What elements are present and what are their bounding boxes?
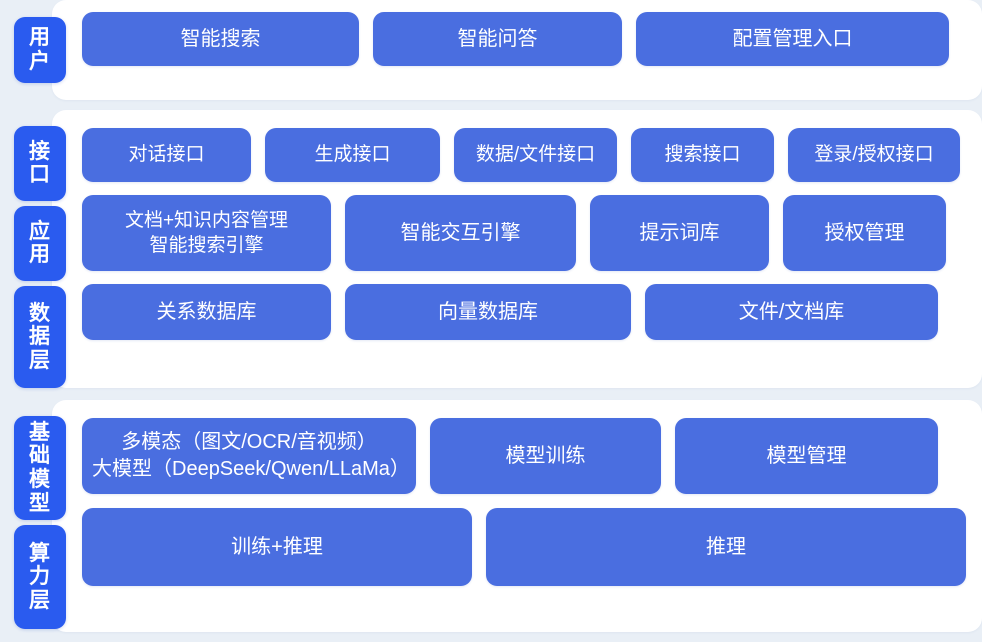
layer-label-foundation-model[interactable]: 基础模型 (14, 416, 66, 520)
node-file-document-store[interactable]: 文件/文档库 (645, 284, 938, 340)
node-prompt-library[interactable]: 提示词库 (590, 195, 769, 271)
node-intelligent-interaction-engine[interactable]: 智能交互引擎 (345, 195, 576, 271)
band-user-rails: 用户 (0, 0, 66, 100)
node-generation-api[interactable]: 生成接口 (265, 128, 440, 182)
row-compute: 训练+推理 推理 (82, 508, 966, 586)
node-login-auth-api[interactable]: 登录/授权接口 (788, 128, 960, 182)
band-user: 用户 智能搜索 智能问答 配置管理入口 (0, 0, 982, 100)
band-foundation: 基础模型 算力层 多模态（图文/OCR/音视频） 大模型（DeepSeek/Qw… (0, 400, 982, 632)
row-application: 文档+知识内容管理 智能搜索引擎 智能交互引擎 提示词库 授权管理 (82, 195, 966, 271)
node-authorization-management[interactable]: 授权管理 (783, 195, 946, 271)
layer-label-interface-text: 接口 (29, 139, 51, 187)
layer-label-user-text: 用户 (29, 26, 51, 73)
node-vector-database[interactable]: 向量数据库 (345, 284, 631, 340)
layer-label-interface[interactable]: 接口 (14, 126, 66, 201)
layer-label-application[interactable]: 应用 (14, 205, 66, 281)
layer-label-application-text: 应用 (29, 219, 51, 267)
node-data-file-api[interactable]: 数据/文件接口 (454, 128, 617, 182)
band-middle: 接口 应用 数据层 对话接口 生成接口 数据/文件接口 搜索接口 登录/授权接口… (0, 110, 982, 388)
node-multimodal-large-model[interactable]: 多模态（图文/OCR/音视频） 大模型（DeepSeek/Qwen/LLaMa） (82, 418, 416, 494)
layer-label-data[interactable]: 数据层 (14, 285, 66, 388)
node-intelligent-search[interactable]: 智能搜索 (82, 12, 359, 66)
layer-label-compute-text: 算力层 (29, 541, 51, 612)
node-intelligent-qa[interactable]: 智能问答 (373, 12, 622, 66)
node-doc-knowledge-management[interactable]: 文档+知识内容管理 智能搜索引擎 (82, 195, 331, 271)
node-model-management[interactable]: 模型管理 (675, 418, 938, 494)
layer-label-foundation-model-text: 基础模型 (29, 420, 51, 515)
band-foundation-rails: 基础模型 算力层 (0, 400, 66, 632)
node-relational-database[interactable]: 关系数据库 (82, 284, 331, 340)
row-data: 关系数据库 向量数据库 文件/文档库 (82, 284, 966, 340)
band-user-card: 智能搜索 智能问答 配置管理入口 (52, 0, 982, 100)
node-training-plus-inference[interactable]: 训练+推理 (82, 508, 472, 586)
node-model-training[interactable]: 模型训练 (430, 418, 661, 494)
layer-label-data-text: 数据层 (29, 301, 51, 372)
band-middle-card: 对话接口 生成接口 数据/文件接口 搜索接口 登录/授权接口 文档+知识内容管理… (52, 110, 982, 388)
node-inference[interactable]: 推理 (486, 508, 966, 586)
node-config-management-entry[interactable]: 配置管理入口 (636, 12, 949, 66)
band-foundation-card: 多模态（图文/OCR/音视频） 大模型（DeepSeek/Qwen/LLaMa）… (52, 400, 982, 632)
row-user: 智能搜索 智能问答 配置管理入口 (82, 12, 966, 66)
layer-label-user[interactable]: 用户 (14, 17, 66, 83)
node-dialog-api[interactable]: 对话接口 (82, 128, 251, 182)
row-foundation-model: 多模态（图文/OCR/音视频） 大模型（DeepSeek/Qwen/LLaMa）… (82, 418, 966, 494)
node-search-api[interactable]: 搜索接口 (631, 128, 774, 182)
layer-label-compute[interactable]: 算力层 (14, 525, 66, 629)
band-middle-rails: 接口 应用 数据层 (0, 110, 66, 388)
row-interface: 对话接口 生成接口 数据/文件接口 搜索接口 登录/授权接口 (82, 128, 966, 182)
